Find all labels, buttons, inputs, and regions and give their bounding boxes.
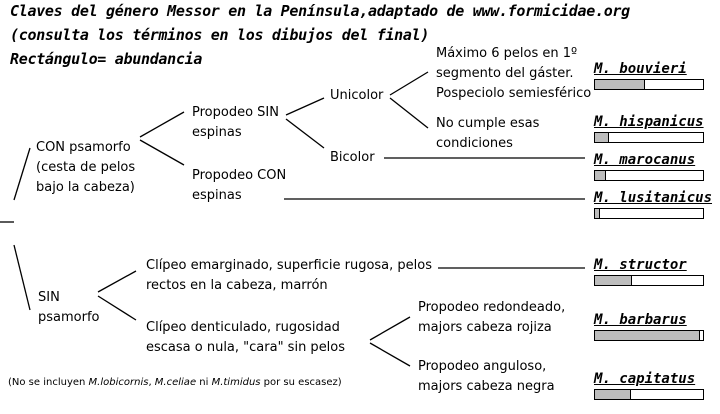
branch-clipeo-emarginado <box>97 270 137 293</box>
abundance-fill <box>595 171 606 180</box>
species-name: M. hispanicus <box>594 114 704 130</box>
branch-con-con-espinas <box>139 139 185 166</box>
node-propodeo-anguloso: Propodeo anguloso, majors cabeza negra <box>418 359 555 394</box>
header-title: Claves del género Messor en la Península… <box>10 2 630 20</box>
species-marocanus: M. marocanus <box>594 151 704 181</box>
species-name: M. barbarus <box>594 312 687 328</box>
node-sin-psamorfo: SIN psamorfo <box>38 290 100 325</box>
branch-root-con <box>13 147 31 201</box>
branch-maximo <box>389 71 429 96</box>
abundance-bar <box>594 389 704 400</box>
node-unicolor: Unicolor <box>330 88 384 103</box>
abundance-fill <box>595 276 632 285</box>
abundance-fill <box>595 390 631 399</box>
node-propodeo-sin-espinas: Propodeo SIN espinas <box>192 105 279 140</box>
branch-clipeo-denticulado <box>97 295 137 321</box>
branch-anguloso <box>369 342 411 367</box>
species-name: M. capitatus <box>594 371 696 387</box>
species-name: M. lusitanicus <box>594 190 713 206</box>
species-lusitanicus: M. lusitanicus <box>594 189 713 219</box>
abundance-bar <box>594 132 704 143</box>
header-legend: Rectángulo= abundancia <box>10 50 203 68</box>
footnote-excluded-species: (No se incluyen M.lobicornis, M.celiae n… <box>8 377 342 388</box>
node-propodeo-redondeado: Propodeo redondeado, majors cabeza rojiz… <box>418 300 566 335</box>
species-barbarus: M. barbarus <box>594 311 704 341</box>
node-maximo-pelos: Máximo 6 pelos en 1º segmento del gáster… <box>436 46 592 101</box>
node-bicolor: Bicolor <box>330 150 375 165</box>
node-no-cumple: No cumple esas condiciones <box>436 116 540 151</box>
abundance-bar <box>594 79 704 90</box>
species-capitatus: M. capitatus <box>594 370 704 400</box>
abundance-fill <box>595 209 601 218</box>
branch-redondeado <box>369 316 411 341</box>
species-name: M. marocanus <box>594 152 696 168</box>
branch-no-cumple <box>389 97 429 129</box>
species-hispanicus: M. hispanicus <box>594 113 704 143</box>
abundance-bar <box>594 330 704 341</box>
abundance-bar <box>594 275 704 286</box>
header-subtitle: (consulta los términos en los dibujos de… <box>10 26 430 44</box>
abundance-bar <box>594 170 704 181</box>
abundance-fill <box>595 331 700 340</box>
branch-root-sin <box>13 244 31 311</box>
species-name: M. structor <box>594 257 687 273</box>
species-name: M. bouvieri <box>594 61 687 77</box>
abundance-fill <box>595 80 645 89</box>
branch-unicolor <box>285 97 325 116</box>
node-clipeo-emarginado: Clípeo emarginado, superficie rugosa, pe… <box>146 258 432 293</box>
abundance-bar <box>594 208 704 219</box>
node-con-psamorfo: CON psamorfo (cesta de pelos bajo la cab… <box>36 140 136 195</box>
node-propodeo-con-espinas: Propodeo CON espinas <box>192 168 287 203</box>
node-clipeo-denticulado: Clípeo denticulado, rugosidad escasa o n… <box>146 320 346 355</box>
species-structor: M. structor <box>594 256 704 286</box>
abundance-fill <box>595 133 609 142</box>
branch-bicolor <box>285 118 325 149</box>
branch-con-sin-espinas <box>139 111 185 138</box>
species-bouvieri: M. bouvieri <box>594 60 704 90</box>
